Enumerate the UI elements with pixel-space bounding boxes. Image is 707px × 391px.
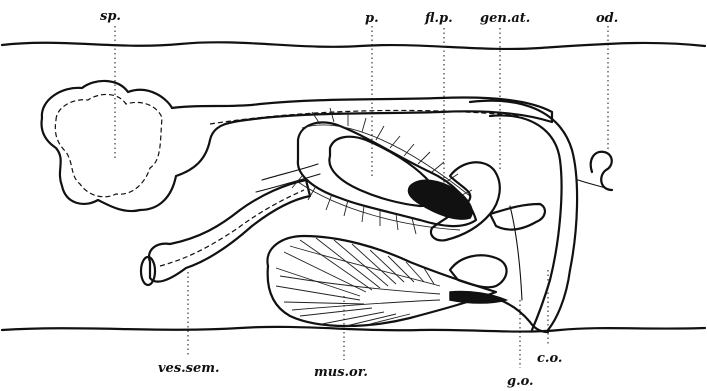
- muscular-organ: [267, 236, 506, 326]
- label-od: od.: [596, 11, 618, 26]
- lower-body-wall: [2, 327, 705, 332]
- upper-body-wall: [2, 42, 705, 49]
- label-fl-p: fl.p.: [424, 11, 453, 26]
- vesicula-seminalis: [141, 180, 310, 285]
- label-ves-sem: ves.sem.: [158, 361, 220, 376]
- label-c-o: c.o.: [537, 351, 562, 366]
- label-g-o: g.o.: [507, 374, 534, 389]
- label-p: p.: [365, 11, 379, 26]
- label-mus-or: mus.or.: [314, 365, 368, 380]
- label-gen-at: gen.at.: [480, 11, 530, 26]
- genital-opening: [510, 206, 522, 300]
- label-sp: sp.: [100, 9, 121, 24]
